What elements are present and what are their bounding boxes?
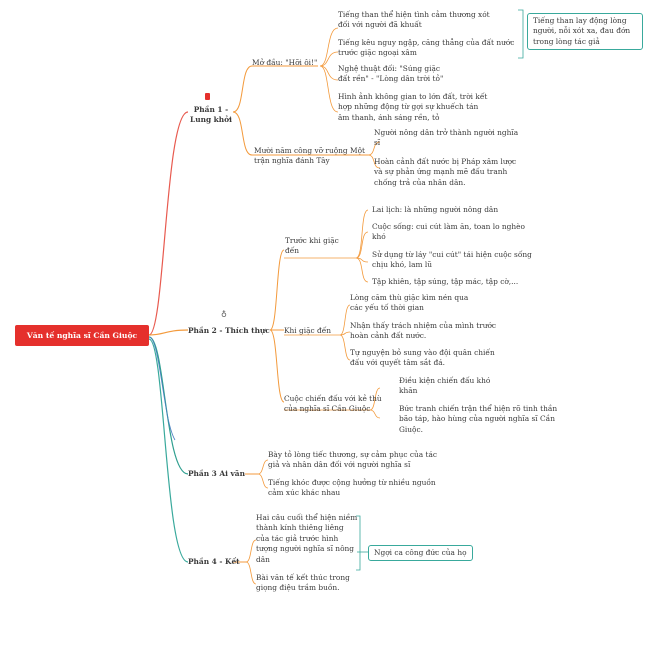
connector-p1-b (232, 111, 253, 156)
part-1-b2[interactable]: Hoàn cảnh đất nước bị Pháp xâm lược và s… (374, 157, 517, 187)
part-1-summary[interactable]: Tiếng than lay động lòng người, nỗi xót … (527, 13, 643, 51)
part-2-c1[interactable]: Điều kiện chiến đấu khó khăn (399, 376, 491, 396)
part-2-label[interactable]: Phần 2 - Thích thực (188, 326, 270, 335)
connector-root-p4 (148, 338, 189, 563)
part-2-b1[interactable]: Lòng căm thù giặc kìm nén qua các yếu tố… (350, 293, 469, 313)
part-2-b2[interactable]: Nhận thấy trách nhiệm của mình trước hoà… (350, 321, 497, 341)
person-icon: ♁ (221, 309, 227, 318)
part-1-label[interactable]: Phần 1 - Lung khởi (190, 105, 232, 125)
connector-root-p2 (148, 329, 189, 336)
part-2-branch-c[interactable]: Cuộc chiến đấu với kẻ thù của nghĩa sĩ C… (284, 394, 382, 414)
part-3-a2[interactable]: Tiếng khóc được cộng hưởng từ nhiều nguồ… (268, 478, 436, 498)
part-2-a2[interactable]: Cuộc sống: cui cút làm ăn, toan lo nghèo… (372, 222, 525, 242)
part-3-a1[interactable]: Bày tỏ lòng tiếc thương, sự cảm phục của… (268, 450, 437, 470)
part-2-a1[interactable]: Lai lịch: là những người nông dân (372, 205, 499, 214)
part-4-summary[interactable]: Ngợi ca công đức của họ (368, 545, 473, 562)
part-2-branch-a[interactable]: Trước khi giặc đến (285, 236, 339, 256)
book-icon (205, 93, 210, 100)
part-4-a2[interactable]: Bài văn tế kết thúc trong giọng điệu trầ… (256, 573, 350, 593)
part-4-label[interactable]: Phần 4 - Kết (188, 557, 240, 566)
part-2-a3[interactable]: Sử dụng từ láy "cui cút" tái hiện cuộc s… (372, 250, 532, 270)
part-2-c2[interactable]: Bức tranh chiến trận thể hiện rõ tinh th… (399, 404, 558, 434)
part-1-a4[interactable]: Hình ảnh không gian to lớn đất, trời kết… (338, 92, 488, 122)
part-1-branch-a[interactable]: Mở đầu: "Hỡi ôi!" (252, 58, 318, 67)
part-1-branch-b[interactable]: Mười năm công vỡ ruộng Một trận nghĩa đá… (254, 146, 365, 166)
part-1-b1[interactable]: Người nông dân trở thành người nghĩa sĩ (374, 128, 519, 148)
part-2-b3[interactable]: Tự nguyện bỏ sung vào đội quân chiến đấu… (350, 348, 495, 368)
part-1-a3[interactable]: Nghệ thuật đối: "Súng giặc đất rền" - "L… (338, 64, 444, 84)
connector-root-blue (148, 336, 176, 441)
summary-bracket (518, 9, 524, 59)
part-3-label[interactable]: Phần 3 Ai vãn (188, 469, 245, 478)
root-node[interactable]: Văn tế nghĩa sĩ Cần Giuộc (15, 325, 149, 346)
part-4-a1[interactable]: Hai câu cuối thể hiện niềm thành kính th… (256, 513, 358, 564)
part-1-a2[interactable]: Tiếng kêu nguy ngập, căng thẳng của đất … (338, 38, 515, 58)
connector-p1-a (232, 65, 253, 113)
connector-root-p1 (148, 111, 189, 336)
connector-root-p3 (148, 336, 189, 475)
part-1-a1[interactable]: Tiếng than thể hiện tình cảm thương xót … (338, 10, 490, 30)
part-2-branch-b[interactable]: Khi giặc đến (284, 326, 332, 335)
part-2-a4[interactable]: Tập khiên, tập súng, tập mác, tập cờ,... (372, 277, 519, 286)
